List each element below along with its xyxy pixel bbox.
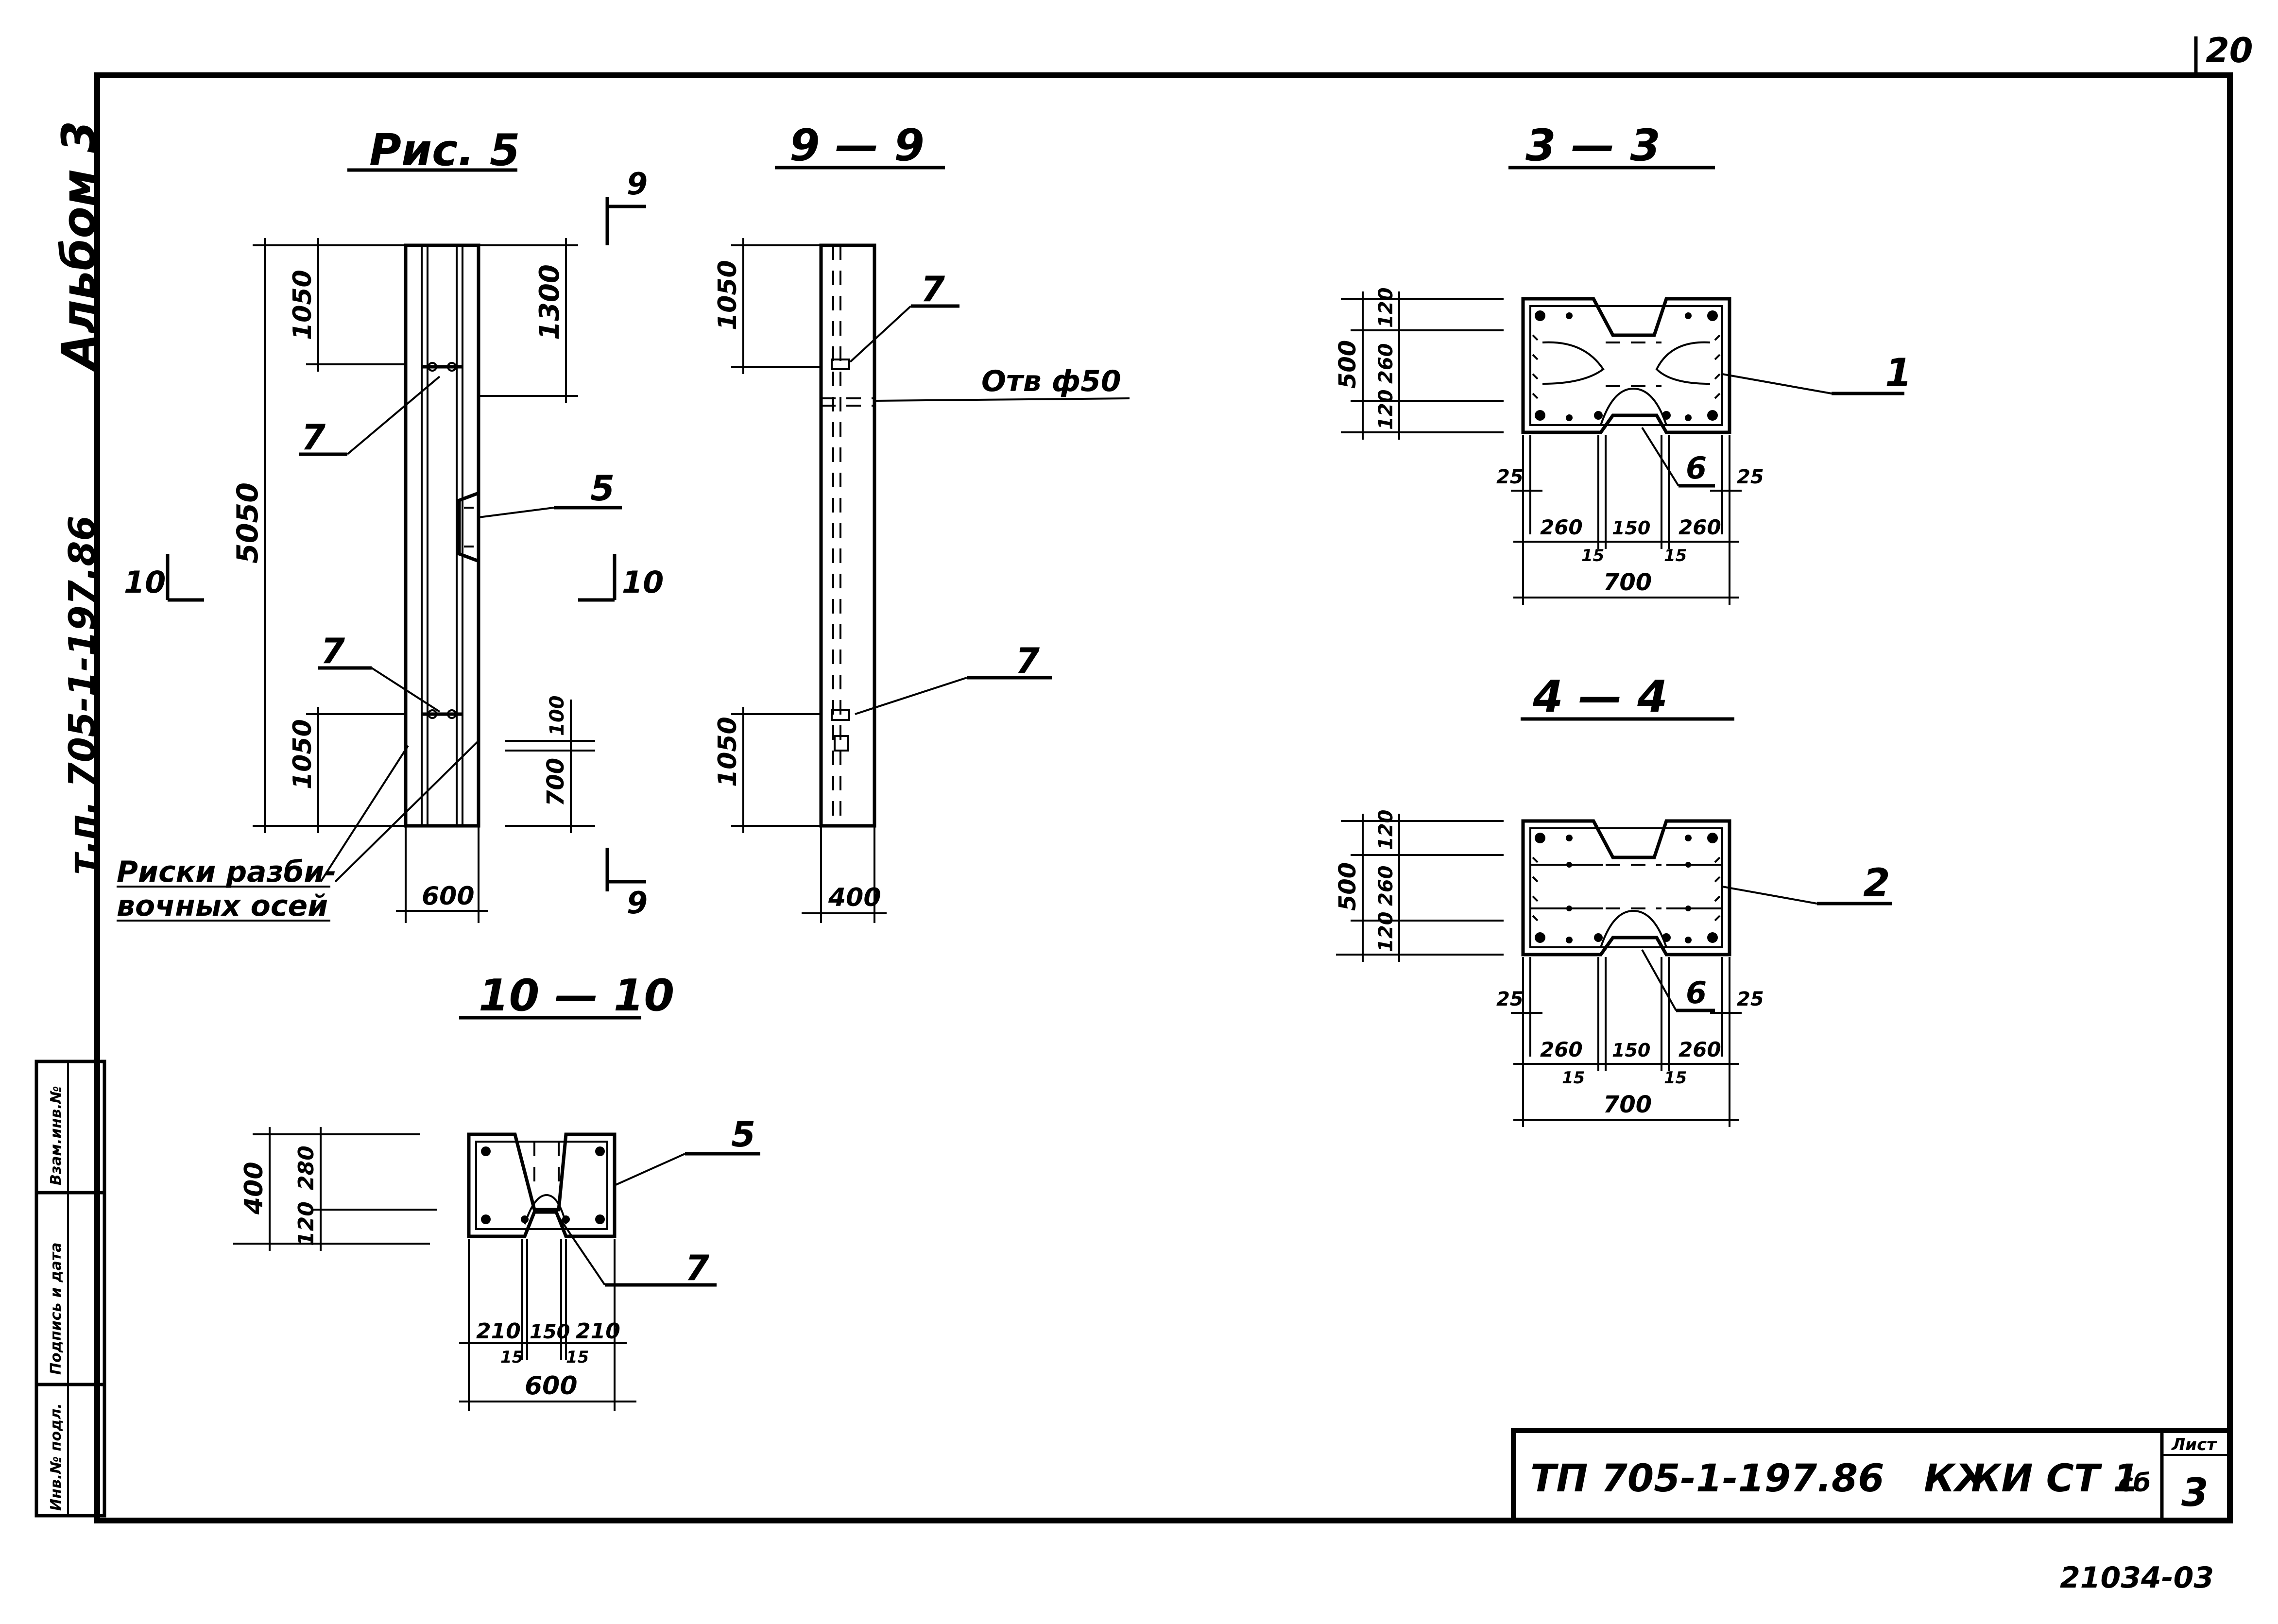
stamp-column: Взам.инв.№ Подпись и дата Инв.№ подл.: [34, 1060, 106, 1518]
sec10-dim-total: 400: [240, 1162, 269, 1215]
sec9-dim-top: 1050: [713, 260, 742, 330]
sec3-dim-150: 150: [1612, 517, 1650, 539]
sec4-dim-700: 700: [1603, 1091, 1652, 1118]
sec4-dim-15l: 15: [1562, 1068, 1585, 1088]
sec10-callout-7: 7: [685, 1248, 709, 1288]
sec10-dim-150: 150: [530, 1321, 570, 1343]
sec4-dim-260: 260: [1375, 866, 1397, 906]
stamp-col-3: Взам.инв.№: [48, 1086, 65, 1185]
fig5-note-line1: Риски разби-: [117, 855, 336, 889]
view-section-10: 10 — 10 400 280 120 210 150 210 1: [233, 970, 760, 1411]
sec10-dim-15r: 15: [566, 1348, 589, 1367]
sheet-frame: [94, 72, 2233, 1523]
sec10-outline: [467, 1132, 617, 1238]
fig5-dim-100: 100: [546, 696, 568, 736]
fig5-callout-7-bottom: 7: [321, 631, 345, 671]
fig5-cut-9-top: 9: [627, 166, 648, 202]
stamp-col-1: Инв.№ подл.: [48, 1403, 65, 1511]
fig5-cut-10-left: 10: [124, 564, 166, 600]
sec10-dim-280: 280: [294, 1145, 319, 1190]
sec9-column: [819, 243, 876, 828]
view-section-3: 3 — 3 500 120 260 120: [1334, 120, 1912, 605]
fig5-callout-5: 5: [590, 468, 615, 509]
sec3-dim-15r: 15: [1664, 546, 1687, 565]
sheet-corner-number: 20: [2206, 31, 2253, 70]
sec9-dim-width: 400: [828, 883, 881, 912]
sec4-dim-25l: 25: [1496, 988, 1524, 1010]
sec4-dim-120: 120: [1375, 810, 1397, 851]
sec3-callout-1: 1: [1885, 350, 1912, 395]
sec3-dim-260: 260: [1375, 343, 1397, 384]
sec3-dim-120: 120: [1375, 288, 1397, 328]
view-section-4: 4 — 4 500: [1334, 671, 1892, 1127]
fig5-dim-height: 5050: [231, 482, 265, 564]
album-label: Альбом 3: [52, 120, 106, 373]
fig5-title: Рис. 5: [369, 125, 520, 176]
sec3-dim-25l: 25: [1496, 466, 1524, 488]
view-section-9: 9 — 9 1050 1050 400 7 Отв ф50 7: [713, 120, 1130, 923]
fig5-callout-7-top: 7: [301, 417, 325, 458]
bottom-number: 21034-03: [2060, 1561, 2214, 1595]
fig5-note-line2: вочных осей: [117, 889, 328, 923]
sec3-dim-total: 500: [1334, 340, 1361, 389]
sec3-dim-260l: 260: [1540, 515, 1583, 539]
sec10-dim-15l: 15: [500, 1348, 523, 1367]
sec4-dim-total: 500: [1334, 862, 1361, 911]
sec4-dim-120b: 120: [1375, 912, 1397, 953]
sec9-callout-7-bottom: 7: [1015, 640, 1040, 681]
sec4-callout-2: 2: [1863, 860, 1890, 906]
stamp-col-2: Подпись и дата: [48, 1243, 65, 1375]
sec10-callout-5: 5: [731, 1114, 755, 1155]
sec4-dim-25r: 25: [1737, 988, 1764, 1010]
sec4-dim-150: 150: [1612, 1040, 1650, 1061]
sheet-number: 3: [2181, 1470, 2209, 1515]
sec3-callout-6: 6: [1686, 450, 1707, 486]
sec4-dim-260r: 260: [1679, 1038, 1721, 1061]
title-block: ТП 705-1-197.86 КЖИ СТ 1 сб Лист 3: [1511, 1428, 2232, 1523]
sec4-outline: [1521, 819, 1731, 957]
sec10-dim-120: 120: [294, 1201, 319, 1246]
sec4-dim-260l: 260: [1540, 1038, 1583, 1061]
sec3-dim-120b: 120: [1375, 390, 1397, 430]
sec3-outline: [1521, 297, 1731, 434]
title-mark: КЖИ СТ 1: [1924, 1457, 2140, 1501]
fig5-column: [404, 243, 480, 828]
sec4-title: 4 — 4: [1532, 671, 1668, 722]
view-fig5: Рис. 5 5050 1050 1050 13: [117, 125, 664, 923]
sec10-dim-600: 600: [525, 1371, 578, 1401]
title-suffix: сб: [2118, 1469, 2151, 1498]
sec10-dim-210l: 210: [476, 1319, 521, 1344]
sec9-title: 9 — 9: [789, 120, 925, 171]
sec10-title: 10 — 10: [479, 970, 674, 1021]
sheet-label: Лист: [2171, 1435, 2217, 1454]
fig5-dim-bottom: 1050: [288, 719, 317, 789]
sec4-callout-6: 6: [1686, 975, 1707, 1010]
sec9-hole-label: Отв ф50: [981, 364, 1121, 398]
sec9-callout-7-top: 7: [921, 269, 945, 309]
project-side-label: т.п. 705-1-197.86: [61, 515, 103, 874]
fig5-dim-top: 1050: [288, 270, 317, 340]
sec3-dim-15l: 15: [1581, 546, 1604, 565]
title-code: ТП 705-1-197.86: [1530, 1457, 1884, 1501]
sec3-dim-260r: 260: [1679, 515, 1721, 539]
fig5-cut-9-bottom: 9: [627, 885, 648, 921]
fig5-cut-10-right: 10: [622, 564, 664, 600]
sec3-title: 3 — 3: [1525, 120, 1661, 171]
sec10-dim-210r: 210: [576, 1319, 620, 1344]
sec9-dim-bottom: 1050: [713, 717, 742, 787]
fig5-dim-width: 600: [422, 882, 475, 911]
sec3-dim-25r: 25: [1737, 466, 1764, 488]
fig5-dim-right-top: 1300: [534, 264, 565, 340]
sec3-dim-700: 700: [1603, 569, 1652, 596]
sec4-dim-15r: 15: [1664, 1068, 1687, 1088]
fig5-dim-700: 700: [542, 758, 569, 806]
